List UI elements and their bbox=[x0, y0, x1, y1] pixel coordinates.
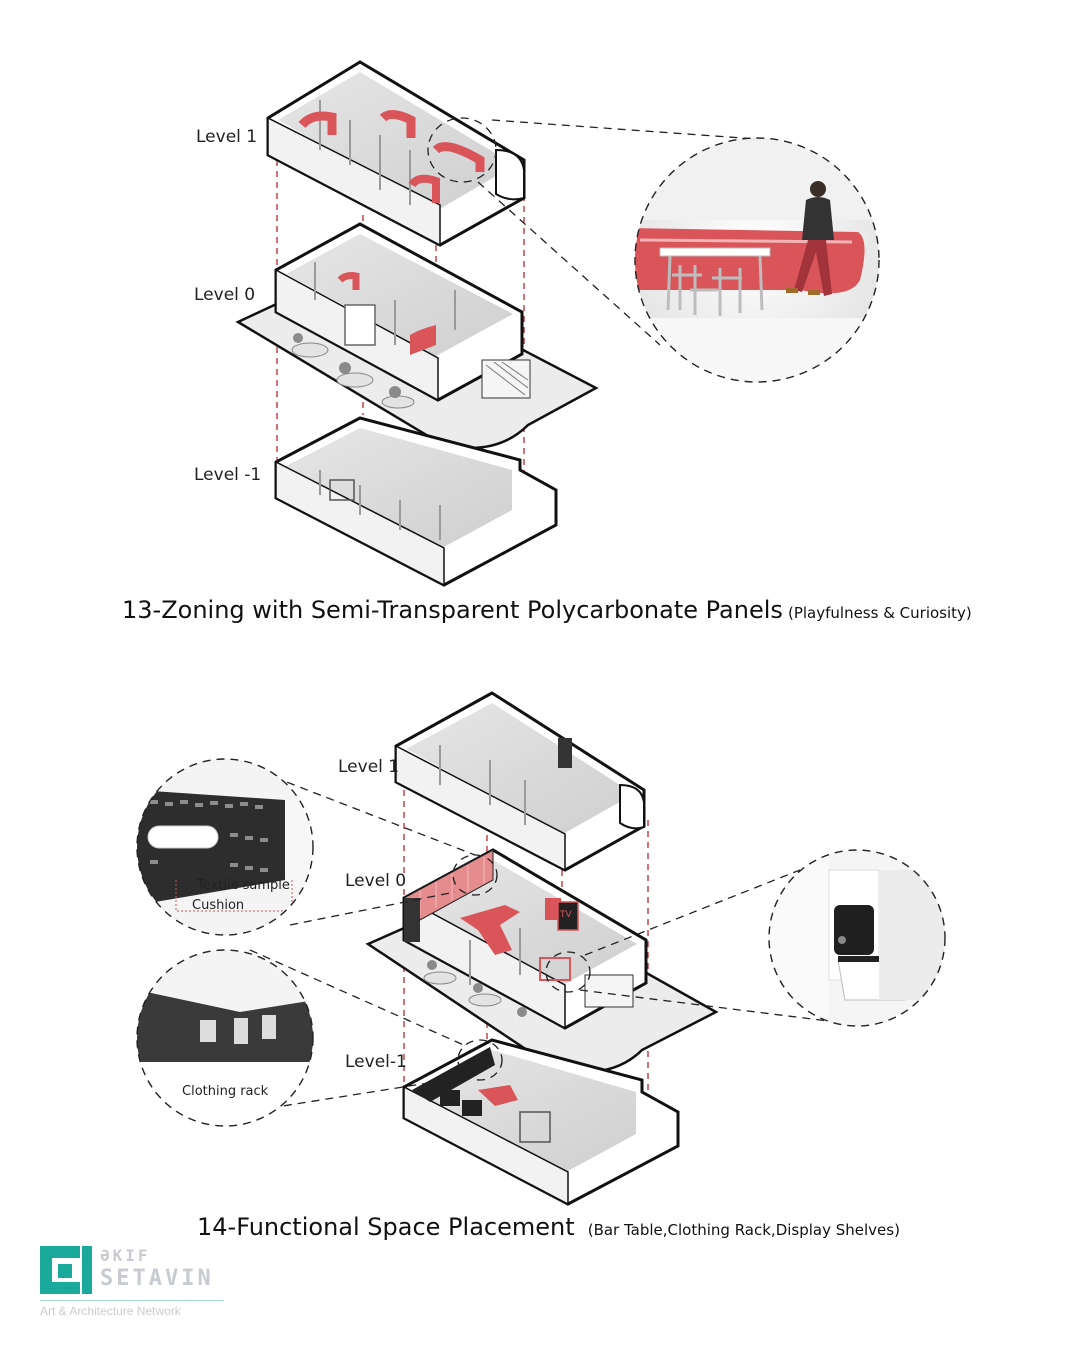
logo-line-2: SETAVIN bbox=[100, 1266, 214, 1291]
level-1-label: Level 1 bbox=[196, 127, 258, 147]
logo: ƏKIF SETAVIN Art & Architecture Network bbox=[40, 1242, 230, 1332]
level-minus-1-label: Level-1 bbox=[345, 1052, 407, 1072]
level-1-block bbox=[266, 60, 526, 247]
level-0-label: Level 0 bbox=[194, 285, 256, 305]
level-minus-1-block bbox=[274, 416, 558, 587]
logo-tagline: Art & Architecture Network bbox=[40, 1304, 181, 1318]
callout-leaders-13 bbox=[427, 117, 771, 346]
caption-14-sub: (Bar Table,Clothing Rack,Display Shelves… bbox=[587, 1221, 900, 1239]
stair-core bbox=[481, 359, 531, 399]
logo-divider bbox=[40, 1300, 224, 1301]
detail-view-bar-table bbox=[634, 137, 880, 383]
caption-13-sub: (Playfulness & Curiosity) bbox=[787, 604, 972, 622]
callout-leaders-14 bbox=[234, 761, 861, 1109]
person-figure bbox=[786, 181, 834, 296]
diagram-13 bbox=[235, 60, 880, 587]
trees bbox=[293, 333, 401, 398]
caption-14: 14-Functional Space Placement (Bar Table… bbox=[197, 1213, 900, 1241]
level-0-label: Level 0 bbox=[345, 871, 407, 891]
pink-panel-grid bbox=[419, 857, 485, 915]
level-0-block bbox=[365, 848, 719, 1074]
logo-line-1: ƏKIF bbox=[100, 1246, 151, 1265]
diagram-14 bbox=[136, 691, 946, 1206]
level-1-block bbox=[394, 691, 646, 872]
caption-13-main: 13-Zoning with Semi-Transparent Polycarb… bbox=[122, 596, 783, 624]
logo-mark-icon bbox=[40, 1246, 92, 1294]
textile-sample-label: Textile sample bbox=[197, 878, 290, 893]
level-minus-1-label: Level -1 bbox=[194, 465, 262, 485]
level-1-label: Level 1 bbox=[338, 757, 400, 777]
level-minus-1-block bbox=[402, 1038, 680, 1206]
detail-view-display-shelves bbox=[136, 758, 314, 936]
tv-label: TV bbox=[560, 910, 572, 920]
cushion-label: Cushion bbox=[192, 898, 245, 913]
level-0-block bbox=[235, 222, 599, 450]
caption-14-main: 14-Functional Space Placement bbox=[197, 1213, 575, 1241]
detail-view-bar-counter bbox=[768, 849, 946, 1027]
clothing-rack-label: Clothing rack bbox=[182, 1084, 269, 1099]
planters bbox=[291, 342, 415, 409]
caption-13: 13-Zoning with Semi-Transparent Polycarb… bbox=[122, 596, 972, 624]
